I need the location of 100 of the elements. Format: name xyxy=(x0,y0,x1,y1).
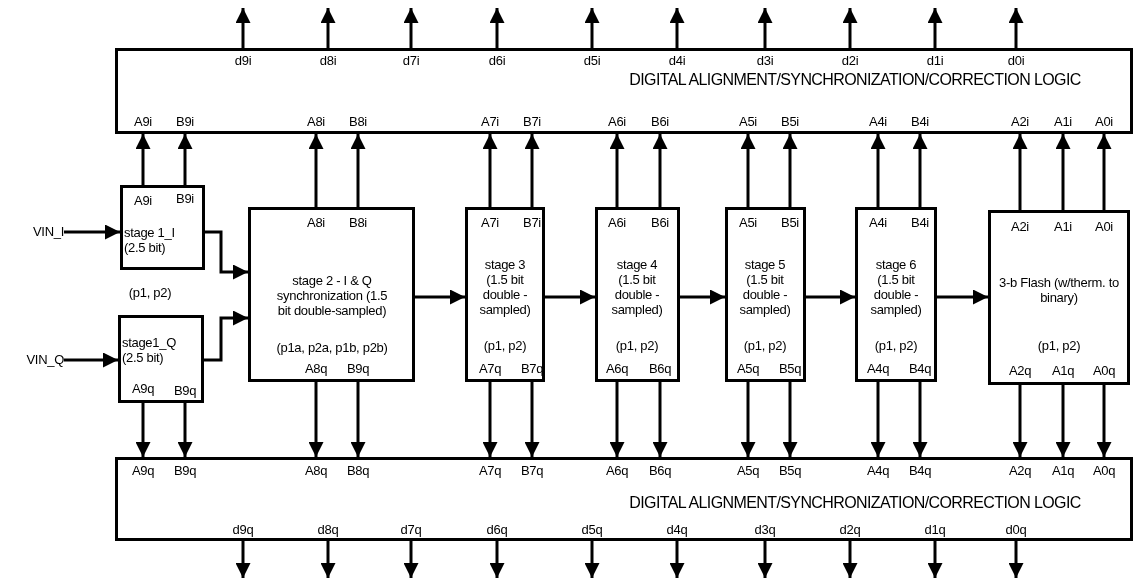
arrow xyxy=(927,541,943,578)
signal-label: A9i xyxy=(134,113,152,129)
signal-label: B4i xyxy=(911,214,929,230)
arrow xyxy=(870,382,886,457)
signal-label: d6q xyxy=(486,521,508,537)
phase-label: (p1, p2) xyxy=(128,284,172,300)
arrow xyxy=(609,134,625,207)
arrow xyxy=(927,8,943,48)
signal-label: B4i xyxy=(911,113,929,129)
arrow xyxy=(403,8,419,48)
arrow xyxy=(609,382,625,457)
arrow xyxy=(1008,8,1024,48)
signal-label: A7i xyxy=(481,214,499,230)
signal-label: d4q xyxy=(666,521,688,537)
signal-label: A6i xyxy=(608,113,626,129)
signal-label: B9q xyxy=(173,382,197,398)
arrow xyxy=(135,134,151,185)
stage-description: stage 6 (1.5 bit double - sampled) xyxy=(869,257,923,317)
signal-label: A0i xyxy=(1095,218,1113,234)
signal-label: d9q xyxy=(232,521,254,537)
signal-label: A9q xyxy=(131,380,155,396)
arrow xyxy=(235,8,251,48)
signal-label: B8i xyxy=(349,113,367,129)
signal-label: d8i xyxy=(319,52,337,68)
signal-label: d5q xyxy=(581,521,603,537)
arrow xyxy=(320,541,336,578)
signal-label: A6q xyxy=(605,360,629,376)
signal-label: A2q xyxy=(1008,362,1032,378)
phase-label: (p1, p2) xyxy=(743,337,787,353)
stage-block xyxy=(855,207,937,382)
signal-label: A8i xyxy=(307,214,325,230)
signal-label: A2i xyxy=(1011,113,1029,129)
arrow xyxy=(489,8,505,48)
signal-label: A4q xyxy=(866,462,890,478)
signal-label: A0i xyxy=(1095,113,1113,129)
signal-label: B5q xyxy=(778,360,802,376)
signal-label: A7i xyxy=(481,113,499,129)
signal-label: d8q xyxy=(317,521,339,537)
signal-label: A6q xyxy=(605,462,629,478)
signal-label: A2q xyxy=(1008,462,1032,478)
arrow xyxy=(524,134,540,207)
signal-label: B9i xyxy=(176,190,194,206)
arrow xyxy=(524,382,540,457)
signal-label: A1i xyxy=(1054,218,1072,234)
arrow xyxy=(1012,134,1028,210)
signal-label: d0q xyxy=(1005,521,1027,537)
arrow xyxy=(652,134,668,207)
input-label: VIN_Q xyxy=(12,350,64,370)
arrow xyxy=(669,541,685,578)
stage-block xyxy=(725,207,806,382)
signal-label: d1q xyxy=(924,521,946,537)
arrow xyxy=(308,134,324,207)
arrow xyxy=(64,224,120,240)
arrow xyxy=(782,382,798,457)
signal-label: B4q xyxy=(908,360,932,376)
arrow xyxy=(757,8,773,48)
signal-label: d7i xyxy=(402,52,420,68)
arrow xyxy=(403,541,419,578)
phase-label: (p1, p2) xyxy=(483,337,527,353)
stage-block xyxy=(465,207,545,382)
stage-block xyxy=(595,207,680,382)
signal-label: A5q xyxy=(736,360,760,376)
signal-label: B6q xyxy=(648,360,672,376)
arrow xyxy=(545,289,595,305)
input-label: VIN_I xyxy=(14,222,64,242)
stage-block xyxy=(118,315,204,403)
arrow xyxy=(584,541,600,578)
arrow xyxy=(205,230,248,280)
arrow xyxy=(1008,541,1024,578)
arrow xyxy=(235,541,251,578)
signal-label: B6q xyxy=(648,462,672,478)
arrow xyxy=(740,134,756,207)
arrow xyxy=(912,382,928,457)
signal-label: d5i xyxy=(583,52,601,68)
arrow xyxy=(652,382,668,457)
signal-label: A5q xyxy=(736,462,760,478)
logic-block xyxy=(115,48,1133,134)
stage-block xyxy=(120,185,205,270)
signal-label: A0q xyxy=(1092,362,1116,378)
signal-label: d3q xyxy=(754,521,776,537)
signal-label: d0i xyxy=(1007,52,1025,68)
signal-label: A4q xyxy=(866,360,890,376)
stage-description: 3-b Flash (w/therm. to binary) xyxy=(998,275,1120,305)
signal-label: B5i xyxy=(781,113,799,129)
arrow xyxy=(912,134,928,207)
stage-description: stage 1_I (2.5 bit) xyxy=(124,225,176,255)
signal-label: A8q xyxy=(304,462,328,478)
logic-block xyxy=(115,457,1133,541)
signal-label: d4i xyxy=(668,52,686,68)
signal-label: A5i xyxy=(739,113,757,129)
signal-label: A4i xyxy=(869,214,887,230)
signal-label: A5i xyxy=(739,214,757,230)
arrow xyxy=(937,289,988,305)
signal-label: d6i xyxy=(488,52,506,68)
arrow xyxy=(842,541,858,578)
phase-label: (p1, p2) xyxy=(874,337,918,353)
arrow xyxy=(1012,385,1028,457)
stage-block xyxy=(988,210,1130,385)
arrow xyxy=(482,382,498,457)
arrow xyxy=(870,134,886,207)
